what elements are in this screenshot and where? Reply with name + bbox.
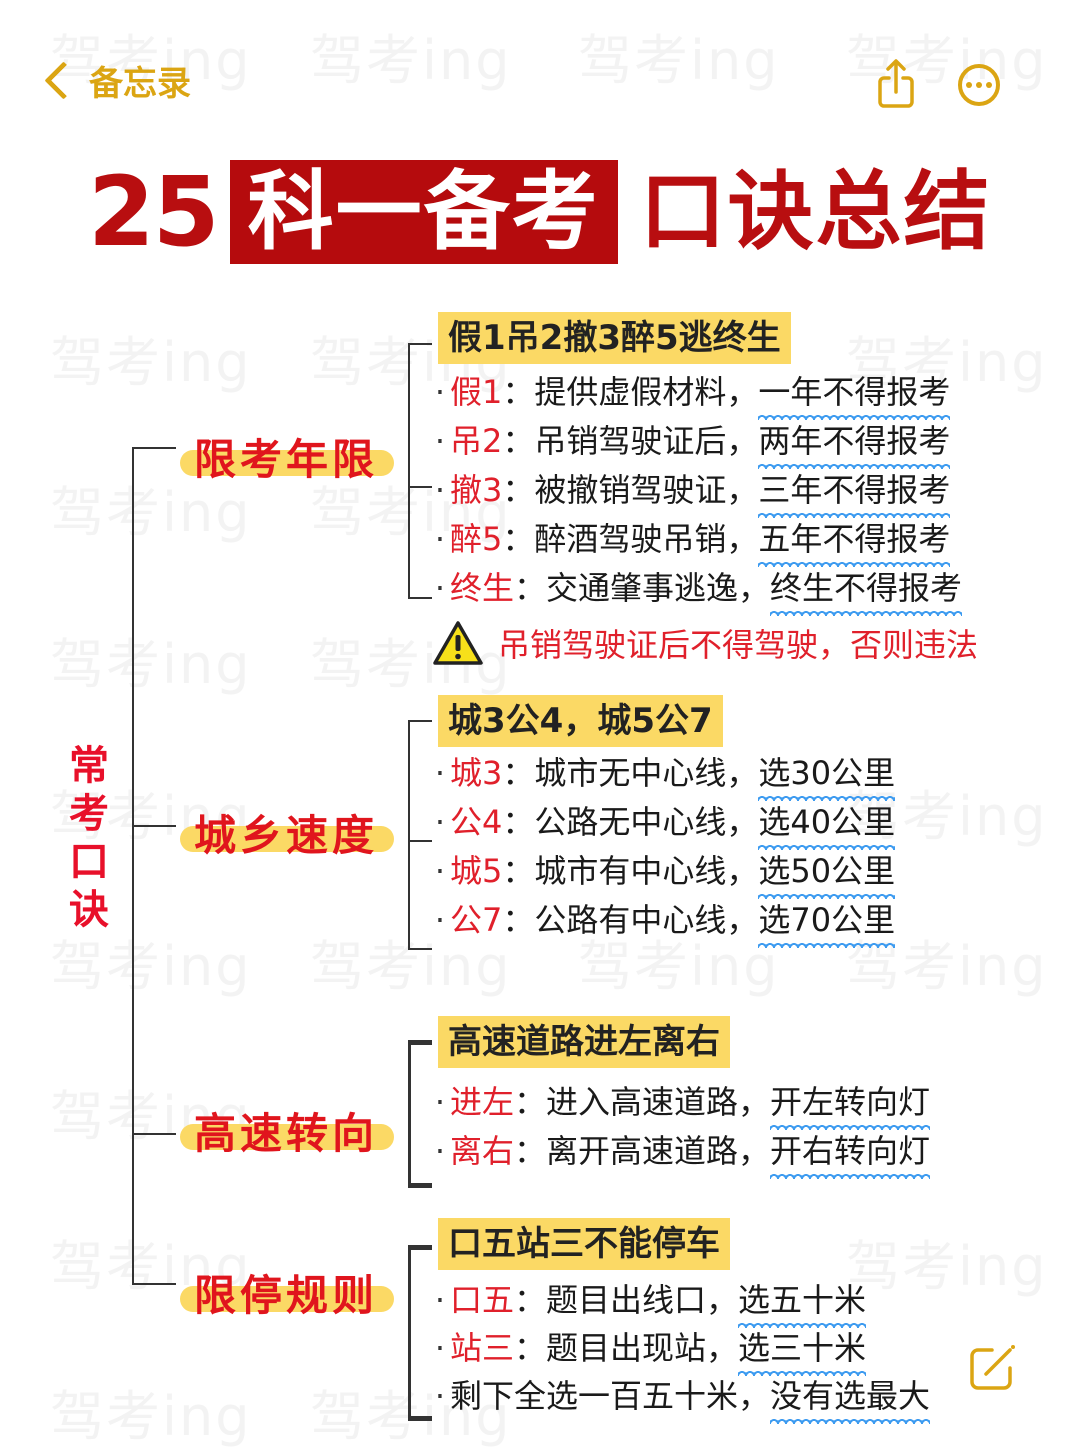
title-highlight: 科一备考 [229,160,618,264]
answer-underlined: 开左转向灯 [770,1083,931,1130]
answer-underlined: 一年不得报考 [758,373,951,420]
warning-text: 吊销驾驶证后不得驾驶，否则违法 [498,626,979,664]
list-item: ·终生：交通肇事逃逸，终生不得报考 [434,569,963,616]
watermark: 驾考ing [846,1235,1048,1298]
bracket-tick [408,840,432,842]
category-highlight [180,450,394,476]
share-icon[interactable] [876,58,916,110]
answer-underlined: 开右转向灯 [770,1132,931,1179]
back-label: 备忘录 [89,64,191,104]
list-item: ·醉5：醉酒驾驶吊销，五年不得报考 [434,520,951,567]
list-item: ·吊2：吊销驾驶证后，两年不得报考 [434,422,951,469]
category-limit-years: 限考年限 [180,426,394,484]
bracket-tick [408,486,432,488]
category-label: 城乡速度 [194,811,379,860]
list-item: ·城3：城市无中心线，选30公里 [434,754,896,801]
answer-underlined: 终生不得报考 [770,569,963,616]
watermark: 驾考ing [50,633,252,696]
list-item: ·假1：提供虚假材料，一年不得报考 [434,373,951,420]
watermark: 驾考ing [50,331,252,394]
category-label: 高速转向 [194,1109,379,1158]
bracket [408,1245,432,1421]
list-item: ·口五：题目出线口，选五十米 [434,1281,867,1328]
list-item: ·公7：公路有中心线，选70公里 [434,901,896,948]
category-label: 限停规则 [194,1271,379,1320]
watermark: 驾考ing [50,1385,252,1448]
list-item: ·站三：题目出现站，选三十米 [434,1329,867,1376]
more-options-button[interactable] [958,64,1000,106]
back-button[interactable]: 备忘录 [40,56,191,105]
dot-icon [966,82,972,88]
dot-icon [986,82,992,88]
answer-underlined: 三年不得报考 [758,471,951,518]
list-item: ·公4：公路无中心线，选40公里 [434,803,896,850]
title-number: 25 [88,156,220,268]
dot-icon [976,82,982,88]
list-item: ·城5：城市有中心线，选50公里 [434,852,896,899]
bracket [408,1040,432,1188]
answer-underlined: 选三十米 [738,1329,867,1376]
compose-icon[interactable] [968,1344,1016,1392]
answer-underlined: 五年不得报考 [758,520,951,567]
list-item: ·进左：进入高速道路，开左转向灯 [434,1083,931,1130]
mindmap-trunk [132,447,134,1285]
mindmap-root: 常考口诀 [69,743,109,933]
title-rest: 口诀总结 [639,162,992,262]
answer-underlined: 选40公里 [758,803,896,850]
category-highlight [180,1124,394,1150]
bracket [408,720,432,950]
page-title: 25 科一备考 口诀总结 [88,160,992,264]
answer-underlined: 选30公里 [758,754,896,801]
bracket [408,343,432,599]
list-item: ·撤3：被撤销驾驶证，三年不得报考 [434,471,951,518]
category-parking-rules: 限停规则 [180,1262,394,1320]
answer-underlined: 选五十米 [738,1281,867,1328]
branch-connector [132,1133,176,1135]
branch-heading: 假1吊2撤3醉5逃终生 [438,312,791,364]
list-item: ·剩下全选一百五十米，没有选最大 [434,1377,931,1424]
category-highlight [180,826,394,852]
chevron-left-icon [44,61,83,100]
branch-heading: 高速道路进左离右 [438,1016,730,1068]
warning-note: 吊销驾驶证后不得驾驶，否则违法 [432,620,978,666]
answer-underlined: 选50公里 [758,852,896,899]
branch-connector [132,825,176,827]
category-urban-speed: 城乡速度 [180,802,394,860]
answer-underlined: 没有选最大 [770,1377,931,1424]
list-item: ·离右：离开高速道路，开右转向灯 [434,1132,931,1179]
branch-connector [132,1283,176,1285]
branch-connector [132,447,176,449]
category-label: 限考年限 [194,435,379,484]
answer-underlined: 两年不得报考 [758,422,951,469]
warning-icon [433,621,483,665]
answer-underlined: 选70公里 [758,901,896,948]
branch-heading: 城3公4，城5公7 [438,695,723,747]
category-highlight [180,1286,394,1312]
branch-heading: 口五站三不能停车 [438,1218,730,1270]
nav-bar: 备忘录 [40,56,1040,116]
category-highway-turn: 高速转向 [180,1100,394,1158]
